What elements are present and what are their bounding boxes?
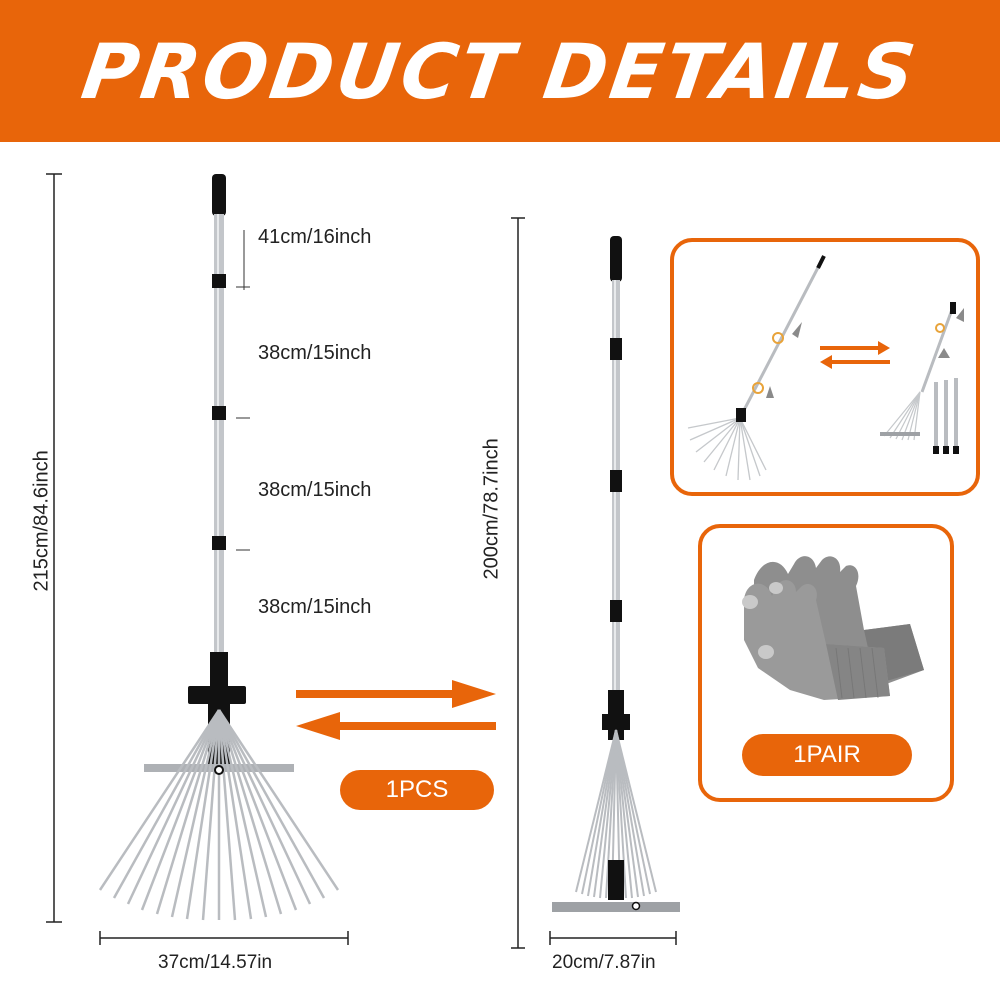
segment-label-1: 41cm/16inch bbox=[258, 226, 372, 248]
folded-width-label: 20cm/7.87in bbox=[552, 952, 656, 973]
extended-rake-illustration bbox=[98, 174, 340, 921]
folded-height-label: 200cm/78.7inch bbox=[480, 438, 503, 580]
adjust-preview-frame bbox=[670, 238, 980, 496]
swap-arrows-icon bbox=[296, 680, 496, 740]
extended-width-label: 37cm/14.57in bbox=[158, 952, 273, 973]
adjust-preview-illustration bbox=[687, 255, 964, 481]
header-banner: PRODUCT DETAILS bbox=[0, 0, 1000, 142]
extended-height-label: 215cm/84.6inch bbox=[30, 450, 53, 592]
rake-count-badge: 1PCS bbox=[340, 770, 494, 810]
gloves-illustration bbox=[742, 556, 924, 700]
width-dimension-line-extended bbox=[99, 931, 349, 945]
folded-rake-illustration bbox=[552, 236, 680, 912]
height-dimension-line-extended bbox=[46, 173, 62, 923]
glove-count-badge: 1PAIR bbox=[742, 734, 912, 776]
banner-title: PRODUCT DETAILS bbox=[76, 26, 924, 116]
segment-label-3: 38cm/15inch bbox=[258, 479, 372, 501]
height-dimension-line-folded bbox=[511, 217, 525, 949]
width-dimension-line-folded bbox=[549, 931, 677, 945]
segment-label-4: 38cm/15inch bbox=[258, 596, 372, 618]
segment-label-2: 38cm/15inch bbox=[258, 342, 372, 364]
